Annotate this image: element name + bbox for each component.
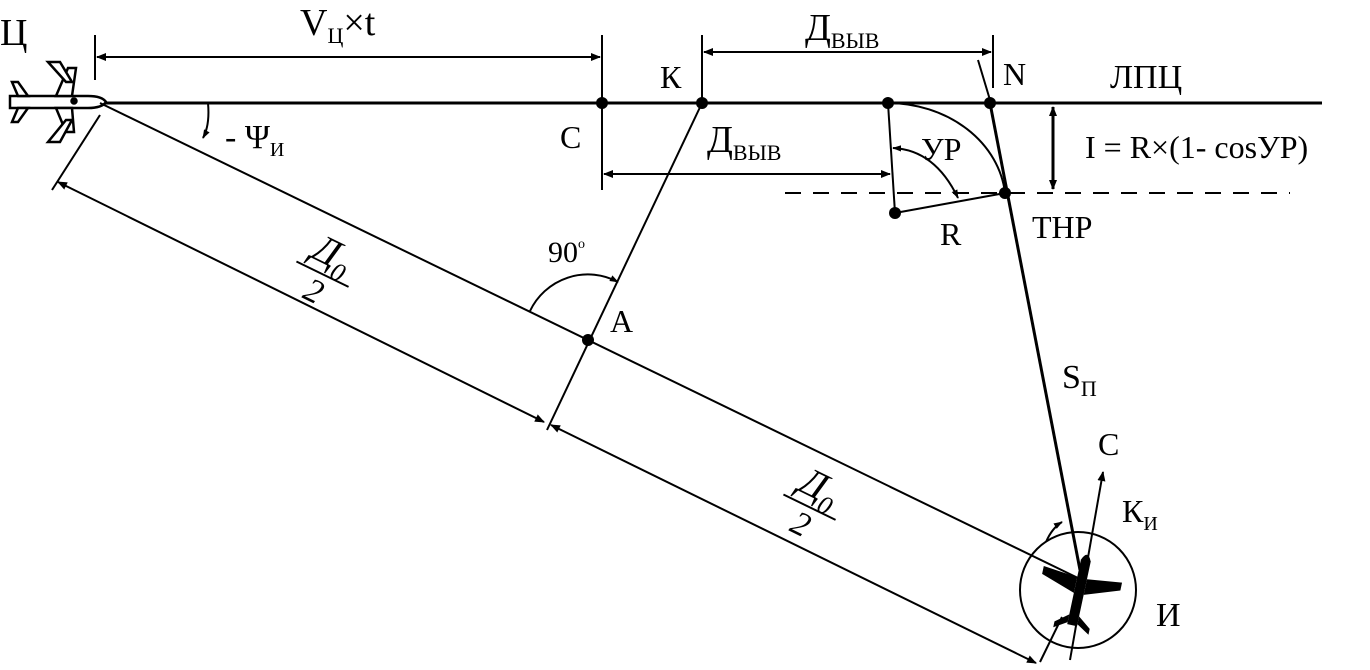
turn-center-radius-r <box>894 192 1006 214</box>
interceptor-heading-circle <box>1019 531 1137 649</box>
point-a-dot <box>582 334 594 346</box>
half-d1-fraction: Д0 2 <box>295 223 351 312</box>
tnr-label: ТНР <box>1032 209 1092 245</box>
north-label: С <box>1098 426 1119 462</box>
tnr-dot <box>999 187 1011 199</box>
tick-point-n-lean <box>977 59 991 101</box>
svg-text:2: 2 <box>785 504 816 545</box>
point-n-dot <box>984 97 996 109</box>
dimension-extension-target <box>51 114 101 191</box>
heading-angle-arc <box>202 102 210 139</box>
interceptor-label: И <box>1156 597 1181 634</box>
dimension-half-d1 <box>57 181 545 423</box>
turn-arc <box>887 102 1006 194</box>
interceptor-aircraft-icon <box>1042 554 1123 635</box>
sp-label: SП <box>1062 359 1097 401</box>
dimension-half-d2 <box>550 424 1037 664</box>
right-angle-arc <box>529 273 619 312</box>
ki-label: КИ <box>1122 493 1158 535</box>
point-n-label: N <box>1003 56 1026 92</box>
perpendicular-k-a <box>546 102 703 431</box>
interceptor-course-arc <box>1045 521 1063 543</box>
turn-angle-arc <box>892 145 959 199</box>
right-angle-label: 90o <box>548 236 585 269</box>
lpc-label: ЛПЦ <box>1110 59 1182 96</box>
radius-label: R <box>940 216 962 252</box>
target-aircraft-icon <box>8 60 108 144</box>
turn-start-dot <box>882 97 894 109</box>
interceptor-path-line <box>988 102 1082 571</box>
d-out-top-label: ДВЫВ <box>805 7 879 53</box>
point-c-dot <box>596 97 608 109</box>
point-k-label: К <box>660 59 682 95</box>
point-k-dot <box>696 97 708 109</box>
turn-angle-label: УР <box>921 131 961 167</box>
turn-center-dot <box>889 207 901 219</box>
turn-center-radius-top <box>887 102 896 214</box>
target-marker-label: Ц <box>0 12 27 54</box>
half-d2-fraction: Д0 2 <box>782 456 838 545</box>
target-speed-time-label: VЦ×t <box>300 2 376 48</box>
point-c-label: С <box>560 119 581 155</box>
lead-formula-label: I = R×(1- cosУР) <box>1085 129 1308 165</box>
svg-text:2: 2 <box>298 271 329 312</box>
point-a-label: А <box>610 303 633 339</box>
heading-angle-label: - ΨИ <box>225 119 284 161</box>
d-out-mid-label: ДВЫВ <box>707 119 781 165</box>
